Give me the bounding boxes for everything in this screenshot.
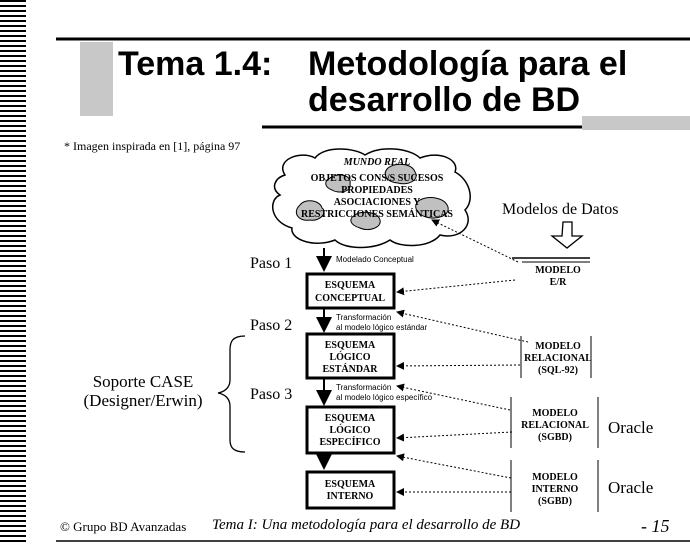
- transformacion-caption: Transformación: [336, 313, 391, 322]
- dotted-arrow: [396, 279, 516, 296]
- title-label: Tema 1.4:: [118, 45, 273, 83]
- paso-1-label: Paso 1: [250, 255, 292, 272]
- mundo-real-title: MUNDO REAL: [343, 157, 410, 168]
- mundo-real-line: OBJETOS CONS/S SUCESOS: [311, 173, 444, 184]
- image-source-note: * Imagen inspirada en [1], página 97: [64, 139, 241, 153]
- modelos-de-datos-title: Modelos de Datos: [502, 201, 618, 218]
- model-line: (SGBD): [538, 432, 572, 443]
- transformacion-caption: al modelo lógico específico: [336, 393, 433, 402]
- box-line: ESTÁNDAR: [322, 363, 378, 375]
- box-line: INTERNO: [327, 491, 374, 502]
- box-line: ESPECÍFICO: [319, 436, 380, 448]
- title-line-2: desarrollo de BD: [308, 81, 581, 119]
- box-line: ESQUEMA: [325, 340, 376, 351]
- dotted-arrow: [396, 431, 513, 442]
- transformacion-caption: Transformación: [336, 383, 391, 392]
- soporte-case-line: (Designer/Erwin): [84, 391, 203, 410]
- model-line: RELACIONAL: [524, 353, 592, 364]
- slide-title: Tema 1.4: Metodología para el desarrollo …: [118, 46, 627, 118]
- cloud-blob: [295, 200, 325, 221]
- paso-2-label: Paso 2: [250, 317, 292, 334]
- model-line: MODELO: [535, 341, 581, 352]
- esquema-interno-box: [305, 470, 396, 510]
- box-line: ESQUEMA: [325, 413, 376, 424]
- model-line: (SQL-92): [538, 365, 578, 376]
- mundo-real-line: RESTRICCIONES SEMÁNTICAS: [301, 208, 453, 220]
- transformacion-caption: al modelo lógico estándar: [336, 323, 428, 332]
- left-stripe-border: [0, 0, 26, 545]
- box-line: ESQUEMA: [325, 280, 376, 291]
- dotted-arrow: [396, 361, 521, 370]
- cloud-blob: [384, 163, 417, 185]
- model-line: INTERNO: [532, 484, 579, 495]
- model-line: MODELO: [532, 472, 578, 483]
- soporte-bracket: [217, 335, 246, 453]
- box-line: CONCEPTUAL: [315, 293, 385, 304]
- footer-copyright: © Grupo BD Avanzadas: [60, 519, 187, 534]
- model-line: MODELO: [532, 408, 578, 419]
- mundo-real-cloud: [271, 148, 471, 249]
- cloud-blob: [325, 174, 351, 193]
- esquema-logico-especifico-box: [305, 405, 396, 455]
- footer-title: Tema I: Una metodología para el desarrol…: [212, 517, 521, 533]
- cloud-blob: [415, 197, 449, 219]
- mundo-real-line: ASOCIACIONES Y: [334, 197, 421, 208]
- modelado-conceptual-caption: Modelado Conceptual: [336, 255, 414, 264]
- dotted-arrow: [396, 383, 511, 411]
- oracle-label-1: Oracle: [608, 418, 653, 437]
- box-line: ESQUEMA: [325, 479, 376, 490]
- esquema-logico-estandar-box: [305, 332, 396, 380]
- paso-3-label: Paso 3: [250, 386, 292, 403]
- title-line-1: Metodología para el: [308, 45, 628, 83]
- title-right-gray-block: [582, 116, 690, 130]
- cloud-blob: [350, 211, 381, 231]
- model-line: RELACIONAL: [521, 420, 589, 431]
- box-line: LÓGICO: [329, 351, 370, 363]
- page-number: - 15: [641, 516, 670, 536]
- model-line: E/R: [550, 277, 567, 288]
- box-line: LÓGICO: [329, 424, 370, 436]
- soporte-case-line: Soporte CASE: [93, 372, 194, 391]
- title-left-gray-block: [80, 42, 113, 116]
- dotted-arrow: [431, 219, 519, 263]
- dotted-arrow: [396, 453, 512, 479]
- esquema-conceptual-box: [305, 272, 396, 310]
- mundo-real-line: PROPIEDADES: [341, 185, 413, 196]
- model-line: (SGBD): [538, 496, 572, 507]
- model-line: MODELO: [535, 265, 581, 276]
- down-arrow-icon: [550, 221, 584, 249]
- oracle-label-2: Oracle: [608, 478, 653, 497]
